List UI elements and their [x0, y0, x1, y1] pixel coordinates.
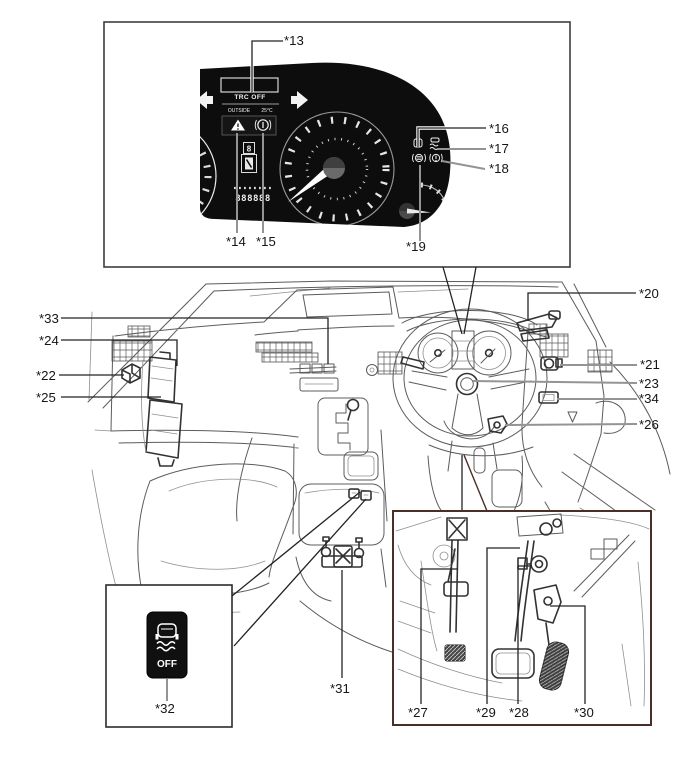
callout-label-25: *25 — [36, 390, 56, 405]
callout-label-13: *13 — [284, 33, 304, 48]
shift-position-display: 8 — [241, 142, 257, 173]
gear-indicator: 8 — [247, 145, 252, 154]
brake-pedal — [491, 513, 564, 679]
console-switches — [348, 488, 372, 501]
callout-label-31: *31 — [330, 681, 350, 696]
pedal-area-illustration — [395, 513, 650, 707]
left-stalk — [400, 356, 425, 370]
callout-label-22: *22 — [36, 368, 56, 383]
callout-label-20: *20 — [639, 286, 659, 301]
callout-label-27: *27 — [408, 705, 428, 720]
callout-label-15: *15 — [256, 234, 276, 249]
shift-lever — [317, 397, 369, 456]
vsc-off-label: OFF — [157, 659, 177, 670]
pedal-detail-box — [392, 510, 652, 726]
exclamation-telltale-icon — [429, 153, 443, 163]
callout-label-26: *26 — [639, 417, 659, 432]
callout-label-33: *33 — [39, 311, 59, 326]
callout-label-29: *29 — [476, 705, 496, 720]
callout-label-16: *16 — [489, 121, 509, 136]
callout-label-18: *18 — [489, 161, 509, 176]
vsc-off-switch: OFF — [146, 611, 188, 679]
dashboard-illustration — [87, 280, 671, 653]
callout-label-19: *19 — [406, 239, 426, 254]
parking-brake-pedal — [443, 517, 469, 662]
accelerator-pedal — [533, 584, 570, 691]
callout-label-24: *24 — [39, 333, 59, 348]
odometer-display: 888888 — [234, 186, 272, 204]
projection-lines — [231, 266, 488, 647]
callout-label-30: *30 — [574, 705, 594, 720]
yaw-rate-sensor — [320, 536, 365, 568]
left-turn-signal-icon — [200, 91, 213, 109]
warning-icon-panel — [221, 115, 277, 136]
side-window-defroster-vent — [127, 325, 151, 338]
slip-indicator-icon — [429, 137, 440, 150]
speedometer-needle — [288, 163, 336, 202]
right-turn-signal-icon — [291, 91, 308, 109]
column-connector — [538, 391, 559, 404]
center-console — [298, 451, 385, 546]
wiper-stalk — [516, 310, 561, 342]
brake-telltale-icon — [412, 153, 426, 163]
column-lower-switch — [487, 415, 508, 434]
outside-temp: 25°C — [261, 108, 273, 114]
vsc-off-icon — [155, 623, 179, 652]
callout-label-17: *17 — [489, 141, 509, 156]
buzzer-bracket — [121, 363, 141, 384]
round-indicator-icon — [254, 119, 272, 131]
column-switch — [540, 356, 563, 371]
callout-label-28: *28 — [509, 705, 529, 720]
master-warning-triangle-icon — [231, 119, 245, 131]
vsc-switch-detail-box: OFF — [105, 584, 233, 728]
callout-label-23: *23 — [639, 376, 659, 391]
callout-lines — [59, 40, 638, 704]
steering-wheel — [392, 308, 548, 508]
trc-off-message: TRC OFF — [234, 94, 265, 101]
odometer-value: 888888 — [235, 194, 271, 204]
door-switch-panel — [587, 349, 613, 373]
callout-label-34: *34 — [639, 391, 659, 406]
callout-labels: *13 *14 *15 *16 *17 *18 *19 *20 *21 *22 … — [36, 33, 660, 720]
callout-label-21: *21 — [640, 357, 660, 372]
left-dash-vent — [111, 340, 153, 362]
ecu-modules — [141, 351, 183, 467]
outside-label: OUTSIDE — [228, 108, 251, 114]
callout-label-32: *32 — [155, 701, 175, 716]
stop-light-switch — [517, 555, 548, 573]
audio-panel — [255, 341, 403, 392]
multi-info-display: TRC OFF OUTSIDE 25°C — [220, 77, 279, 114]
callout-label-14: *14 — [226, 234, 246, 249]
